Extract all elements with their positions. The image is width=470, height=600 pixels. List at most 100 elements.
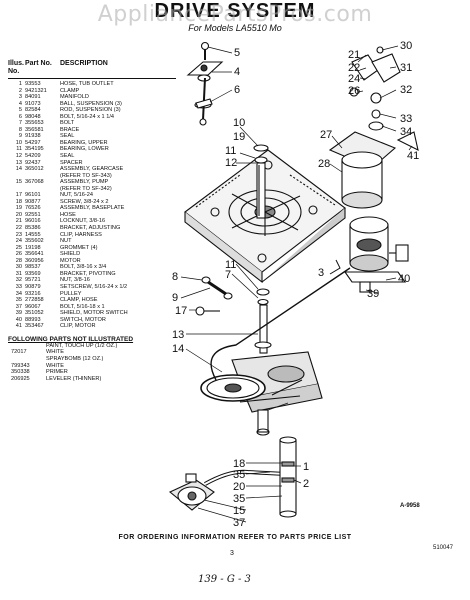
pump-illustration — [168, 436, 297, 518]
callout-22: 22 — [348, 62, 360, 74]
description-cell: HOSE — [60, 211, 76, 218]
description-cell: SEAL — [60, 153, 75, 160]
not-illustrated-row: SPRAYBOMB (12 OZ.) — [8, 356, 176, 363]
part-no-cell: 96101 — [25, 192, 41, 199]
part-no-cell: 367068 — [25, 179, 44, 186]
handwritten-note: 139 - G - 3 — [198, 574, 251, 585]
part-no-cell: 799343 — [11, 362, 30, 369]
illus-no-cell: 39 — [15, 310, 22, 317]
description-cell: (REFER TO SF-343) — [60, 172, 112, 179]
illus-no-cell: 8 — [18, 126, 22, 133]
callout-34: 34 — [400, 126, 412, 138]
callout-41: 41 — [407, 150, 419, 162]
illus-no-cell: 25 — [15, 244, 22, 251]
part-no-cell: 93216 — [25, 290, 41, 297]
part-no-cell: 85386 — [25, 225, 41, 232]
page-number: 3 — [230, 550, 234, 557]
illus-no-cell: 26 — [15, 251, 22, 258]
not-illustrated-row: PAINT, TOUCH UP (1/2 OZ.) — [8, 343, 176, 350]
description-cell: BRACKET, ADJUSTING — [60, 225, 121, 232]
description-cell: NUT, 3/8-16 — [60, 277, 90, 284]
part-no-cell: 93553 — [25, 81, 41, 87]
part-no-cell: 98048 — [25, 113, 41, 120]
illus-no-cell: 11 — [16, 146, 22, 153]
part-no-cell: 93569 — [25, 270, 41, 277]
header-rule — [8, 78, 176, 79]
callout-31: 31 — [400, 62, 412, 74]
part-no-cell: 351052 — [25, 310, 44, 317]
description-cell: ASSEMBLY, PUMP — [60, 179, 109, 186]
part-no-cell: 82584 — [25, 107, 41, 114]
part-no-cell: 92551 — [25, 211, 41, 218]
callout-26: 26 — [348, 85, 360, 97]
part-no-cell: 90877 — [25, 198, 41, 205]
illus-no-cell: 9 — [18, 133, 22, 140]
callout-35-lower: 35 — [233, 493, 245, 505]
description-cell: BEARING, LOWER — [60, 146, 109, 153]
description-cell: WHITE — [46, 362, 65, 369]
description-cell: CLAMP — [60, 87, 80, 94]
callout-27: 27 — [320, 129, 332, 141]
callout-35-upper: 35 — [233, 469, 245, 481]
illus-no-cell: 12 — [15, 153, 22, 160]
part-no-cell: 355653 — [25, 120, 44, 127]
part-no-cell: 360956 — [25, 257, 44, 264]
description-cell: LOCKNUT, 3/8-16 — [60, 218, 106, 225]
description-cell: SHIELD — [60, 251, 81, 258]
callout-32: 32 — [400, 84, 412, 96]
illus-no-cell: 24 — [15, 238, 22, 245]
illus-no-cell: 20 — [15, 211, 22, 218]
callout-14: 14 — [172, 343, 184, 355]
not-illustrated-row: 799343 WHITE — [8, 363, 176, 370]
gearcase-illustration — [200, 288, 323, 436]
illus-no-cell: 35 — [15, 297, 22, 304]
description-cell: GROMMET (4) — [60, 244, 98, 251]
description-cell: BEARING, UPPER — [60, 139, 108, 146]
illus-no-cell: 3 — [18, 94, 22, 101]
illus-no-cell: 40 — [15, 316, 22, 323]
illus-no-cell: 22 — [15, 225, 22, 232]
not-illustrated-title: FOLLOWING PARTS NOT ILLUSTRATED — [8, 335, 134, 343]
illus-no-cell: 18 — [15, 198, 22, 205]
description-cell: (REFER TO SF-342) — [60, 185, 112, 192]
parts-row: (REFER TO SF-343) — [8, 173, 176, 180]
part-no-cell: 76526 — [25, 205, 41, 212]
part-no-cell: 9421321 — [25, 87, 47, 94]
illus-no-cell: 30 — [15, 264, 22, 271]
upper-shaft-illustration — [253, 144, 269, 219]
part-no-cell: 91938 — [25, 133, 41, 140]
part-no-cell: 95721 — [25, 277, 41, 284]
callout-5: 5 — [234, 47, 240, 59]
callout-40: 40 — [398, 273, 410, 285]
description-cell: SHIELD, MOTOR SWITCH — [60, 310, 128, 317]
description-cell: ROD, SUSPENSION (3) — [60, 107, 121, 114]
illus-no-cell: 13 — [15, 159, 22, 166]
callout-2: 2 — [303, 478, 309, 490]
callout-24: 24 — [348, 73, 360, 85]
part-no-cell: 350338 — [11, 369, 30, 376]
callout-19: 19 — [233, 131, 245, 143]
part-no-cell: 356581 — [25, 126, 44, 133]
callout-17: 17 — [175, 305, 187, 317]
callout-30: 30 — [400, 40, 412, 52]
part-no-cell: 355602 — [25, 238, 44, 245]
page-subtitle: For Models LA5510 Mo — [188, 23, 282, 33]
part-no-cell: 353467 — [25, 323, 44, 330]
